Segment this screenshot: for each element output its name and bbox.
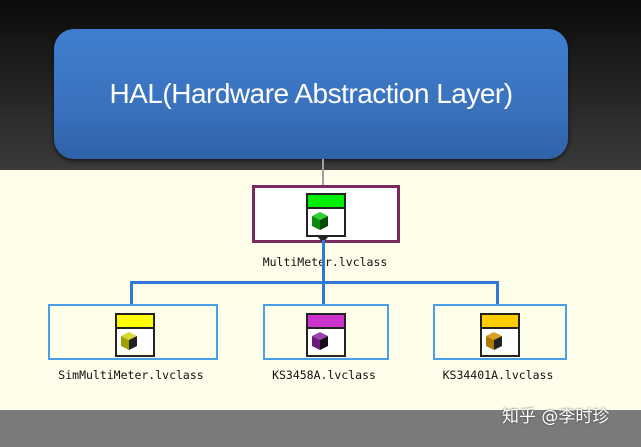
lvclass-icon (306, 313, 346, 357)
cube-icon (312, 332, 328, 350)
icon-color-band (308, 315, 344, 329)
hal-connector-line (322, 159, 324, 185)
watermark: 知乎 @李时珍 (502, 407, 610, 427)
cube-icon (486, 332, 502, 350)
parent-class-label: MultiMeter.lvclass (262, 255, 388, 269)
lvclass-icon (480, 313, 520, 357)
child-class-box-simmultimeter[interactable] (48, 304, 218, 360)
icon-color-band (482, 315, 518, 329)
hal-title-box: HAL(Hardware Abstraction Layer) (54, 29, 568, 159)
cube-icon (312, 212, 328, 230)
lvclass-icon (115, 313, 155, 357)
child-class-box-ks3458a[interactable] (263, 304, 389, 360)
footer-background (0, 410, 641, 447)
connector-middle (322, 281, 325, 304)
connector-left (130, 281, 133, 304)
icon-color-band (117, 315, 153, 329)
connector-trunk (322, 240, 325, 283)
cube-icon (121, 332, 137, 350)
child-class-label: KS3458A.lvclass (272, 368, 376, 382)
hal-title: HAL(Hardware Abstraction Layer) (109, 78, 513, 109)
connector-horizontal (130, 281, 498, 284)
connector-right (496, 281, 499, 304)
icon-color-band (308, 195, 344, 209)
lvclass-icon (306, 193, 346, 237)
child-class-box-ks34401a[interactable] (433, 304, 567, 360)
child-class-label: SimMultiMeter.lvclass (58, 368, 204, 382)
parent-class-box-multimeter[interactable] (252, 185, 400, 243)
child-class-label: KS34401A.lvclass (442, 368, 554, 382)
